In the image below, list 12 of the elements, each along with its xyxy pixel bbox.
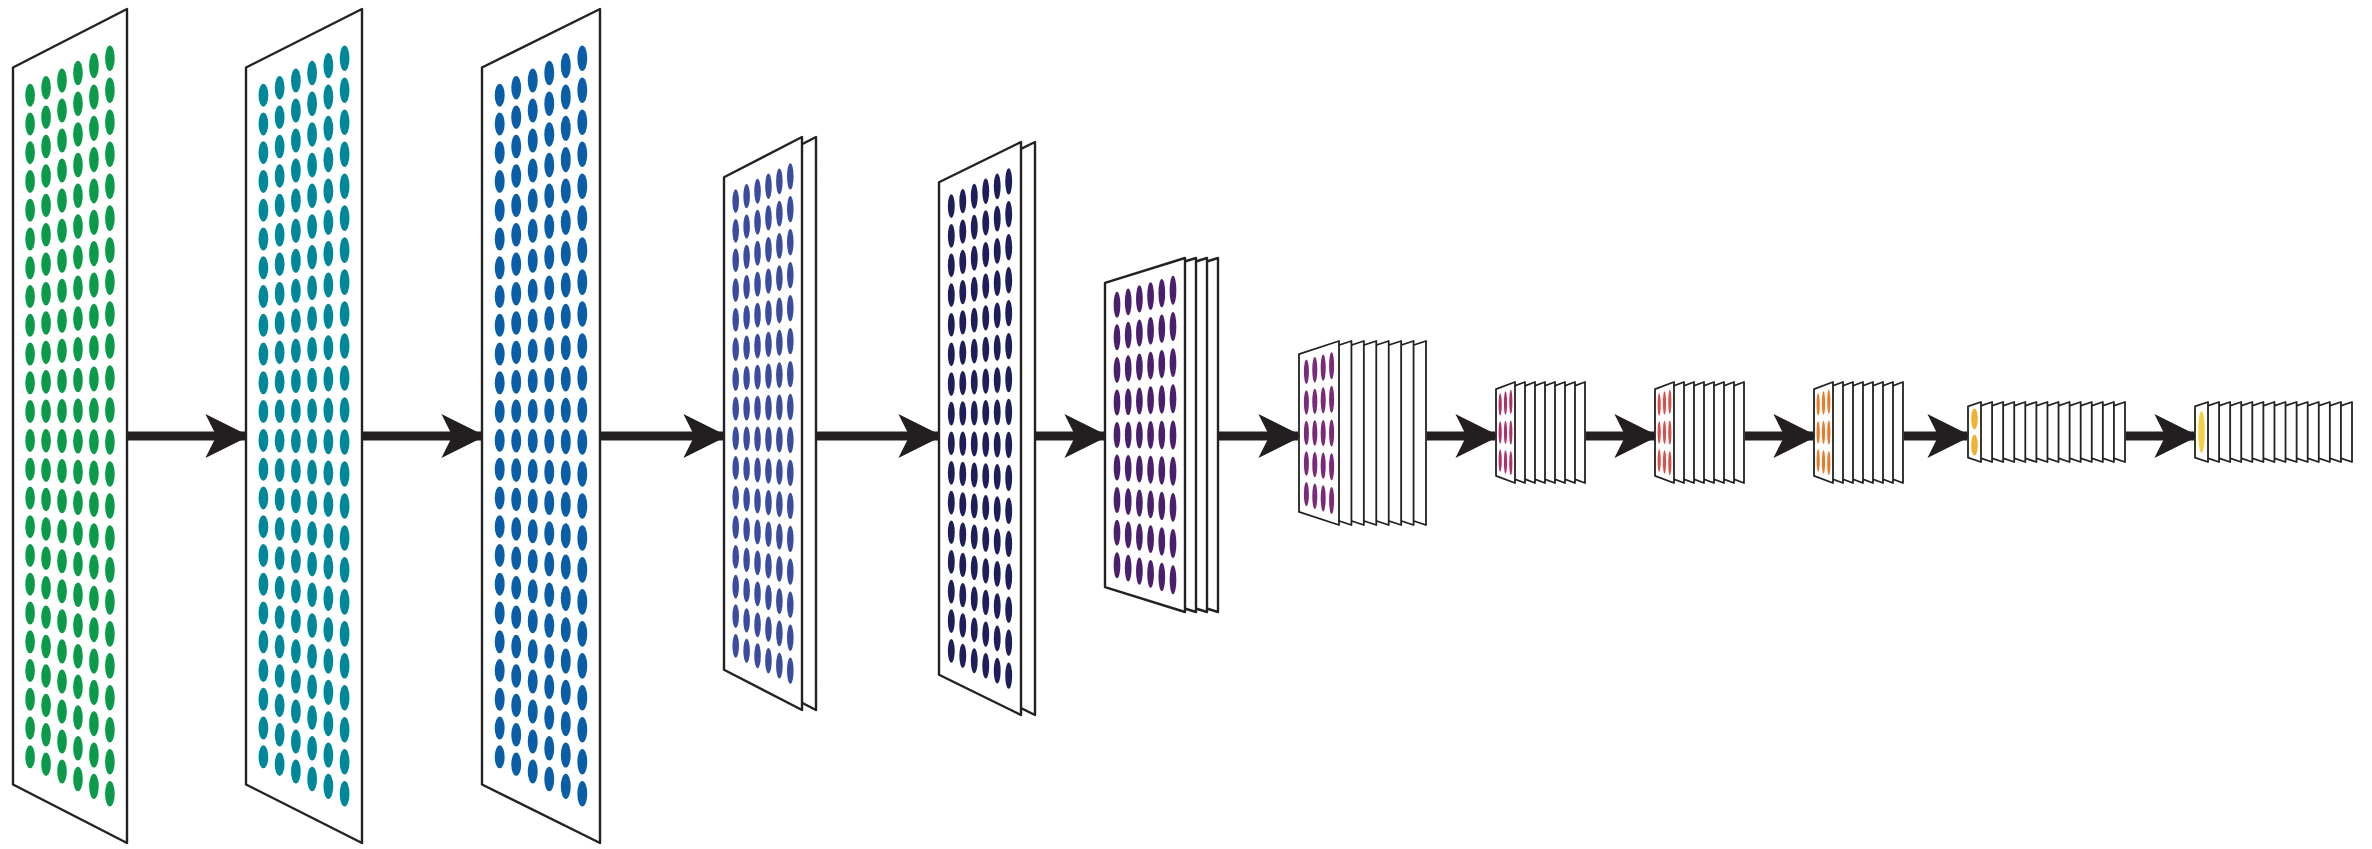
- layer-stack-drawing: [245, 8, 363, 844]
- layer-stack-drawing: [1967, 401, 2126, 463]
- layer-stack-drawing: [1495, 381, 1586, 484]
- layer-stack-drawing: [1813, 381, 1904, 484]
- layer-stack-drawing: [12, 8, 128, 844]
- layer-stack-drawing: [723, 136, 817, 711]
- layer-stack-drawing: [1104, 257, 1219, 613]
- layer-stack-drawing: [1654, 381, 1745, 484]
- layer-stack-drawing: [1298, 340, 1427, 526]
- layer-stack-drawing: [938, 141, 1036, 716]
- layer-stack-drawing: [481, 8, 601, 844]
- layer-stack-drawing: [2194, 401, 2353, 463]
